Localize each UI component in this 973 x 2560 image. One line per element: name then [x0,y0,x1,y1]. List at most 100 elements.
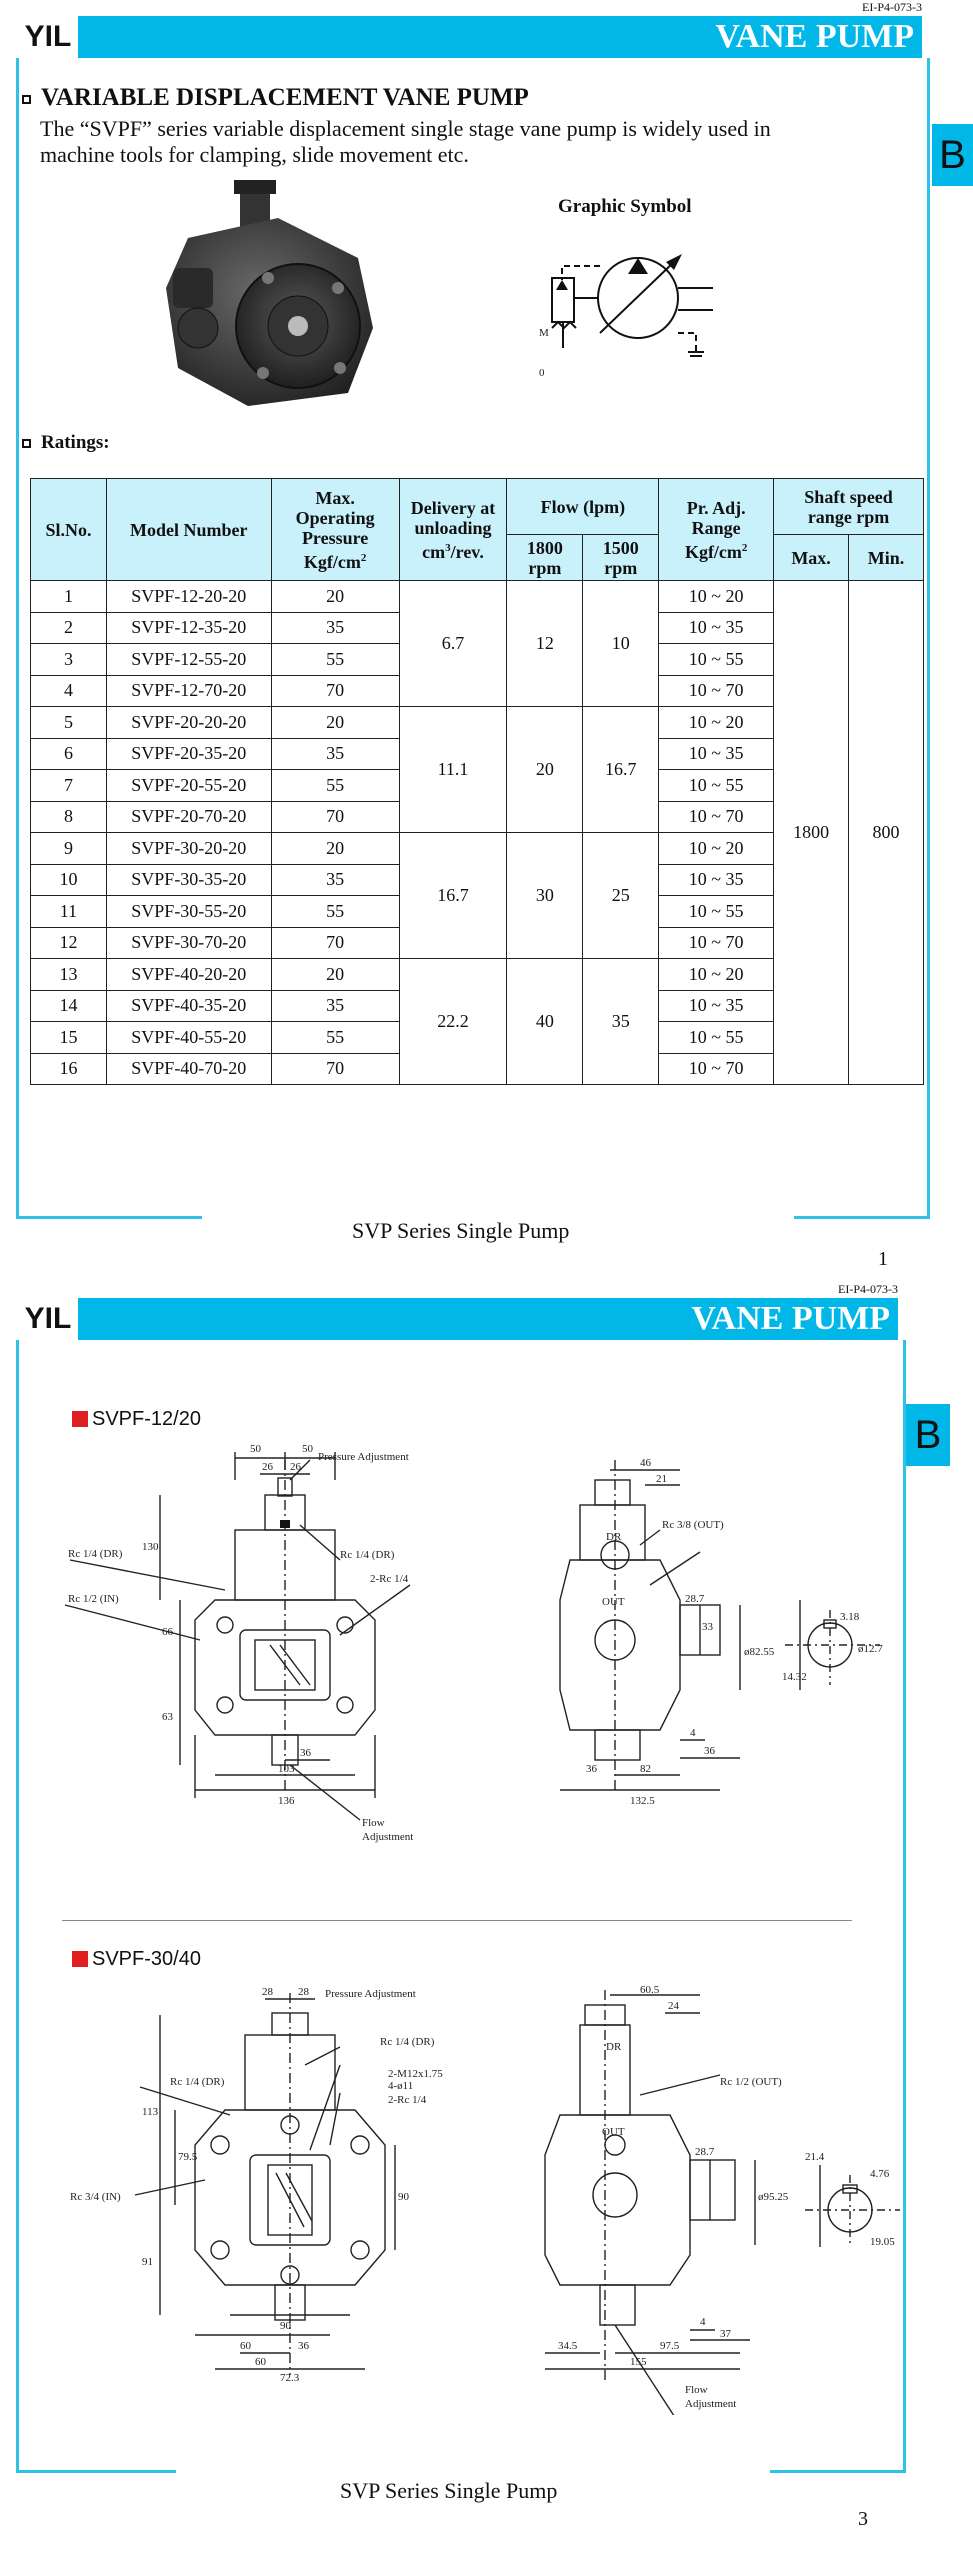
table-cell: 20 [506,706,584,833]
dim-label: 28 [298,1986,310,1998]
dim-label: 113 [142,2106,159,2118]
section-title-text: VARIABLE DISPLACEMENT VANE PUMP [41,84,529,111]
dim-label: 34.5 [558,2340,578,2352]
page-frame-right-2 [903,1340,906,2470]
table-cell: SVPF-30-35-20 [105,863,272,896]
table-cell: 55 [270,1021,400,1054]
table-cell: 7 [30,769,107,802]
ratings-table: Sl.No. Model Number Max. Operating Press… [30,478,924,1085]
col-header-shaft-speed: Shaft speed range rpm [773,478,924,535]
dim-label: ø12.7 [858,1643,883,1655]
flow-adjustment-label: Adjustment [362,1831,413,1843]
table-cell: 10 ~ 20 [658,706,775,739]
dim-label: 60 [240,2340,252,2352]
dim-label: 60 [255,2356,267,2368]
table-cell: SVPF-20-35-20 [105,737,272,770]
table-cell: 70 [270,674,400,707]
graphic-symbol-diagram: M 0 [539,254,713,378]
col-header-flow: Flow (lpm) [506,478,660,535]
model-a-dimension-drawing: 50 50 26 26 Pressure Adjustment Rc 1/4 (… [64,1443,883,1843]
dim-label: 28.7 [695,2146,715,2158]
graphic-symbol-label: Graphic Symbol [558,196,692,217]
table-cell: 10 ~ 35 [658,737,775,770]
dim-label: 79.5 [178,2151,198,2163]
dim-label: 4-ø11 [388,2080,413,2092]
page-frame-bottom-left-2 [16,2470,176,2473]
dim-label: 4 [700,2316,706,2328]
table-cell: 35 [582,958,660,1085]
table-cell: 10 ~ 20 [658,832,775,865]
dim-label: 91 [142,2256,153,2268]
page-frame-left [16,58,19,1218]
page-number-2: 3 [858,2508,868,2530]
table-cell: 12 [506,580,584,707]
page-frame-right [927,58,930,1218]
dim-label: 26 [262,1461,274,1473]
table-cell: 5 [30,706,107,739]
table-cell: 6.7 [398,580,508,707]
page-frame-bottom-left [16,1216,202,1219]
table-cell: 55 [270,895,400,928]
table-cell: 35 [270,989,400,1022]
dim-label: 37 [720,2328,732,2340]
table-cell: 10 ~ 55 [658,769,775,802]
dim-label: 21 [656,1473,667,1485]
symbol-label-m: M [539,327,549,339]
table-cell: SVPF-40-20-20 [105,958,272,991]
table-cell: 55 [270,769,400,802]
table-cell: 10 ~ 55 [658,1021,775,1054]
table-cell: 10 ~ 20 [658,958,775,991]
dim-label: 50 [250,1443,262,1455]
table-cell: 35 [270,737,400,770]
table-cell: 55 [270,643,400,676]
pressure-adjustment-label: Pressure Adjustment [318,1451,409,1463]
table-cell: 6 [30,737,107,770]
dim-label: Rc 1/2 (IN) [68,1593,119,1605]
table-cell: SVPF-20-55-20 [105,769,272,802]
symbol-label-o: 0 [539,367,545,378]
table-cell: 16.7 [582,706,660,833]
header-title-2: VANE PUMP [691,1300,890,1337]
dim-label: 155 [630,2356,647,2368]
table-cell: 22.2 [398,958,508,1085]
red-square-icon [72,1411,88,1427]
doc-reference: EI-P4-073-3 [862,0,922,14]
col-header-delivery: Delivery at unloading cm3/rev. [398,478,508,581]
col-header-shaft-min: Min. [848,534,924,581]
table-cell: 10 ~ 55 [658,643,775,676]
company-logo: YIL [18,14,78,60]
table-cell: 10 ~ 70 [658,800,775,833]
dim-label: 103 [278,1763,295,1775]
port-dr-label: DR [606,2041,622,2053]
table-cell: 35 [270,611,400,644]
dim-label: 3.18 [840,1611,860,1623]
page-caption: SVP Series Single Pump [352,1218,570,1243]
flow-adjustment-label: Adjustment [685,2398,736,2410]
table-cell: SVPF-30-70-20 [105,926,272,959]
table-cell: 10 ~ 35 [658,989,775,1022]
table-cell: 9 [30,832,107,865]
dim-label: Rc 1/4 (DR) [380,2036,435,2048]
dim-label: 90 [280,2320,292,2332]
dim-label: 72.3 [280,2372,300,2384]
dim-label: 2-Rc 1/4 [388,2094,427,2106]
table-cell: 10 ~ 70 [658,674,775,707]
dim-label: 28.7 [685,1593,705,1605]
col-header-model: Model Number [105,478,272,581]
port-out-label: OUT [602,2126,625,2138]
dim-label: 97.5 [660,2340,680,2352]
table-cell: SVPF-12-20-20 [105,580,272,613]
table-cell: 70 [270,1052,400,1085]
col-header-pressure: Max. Operating Pressure Kgf/cm2 [270,478,400,581]
dim-label: 19.05 [870,2236,895,2248]
